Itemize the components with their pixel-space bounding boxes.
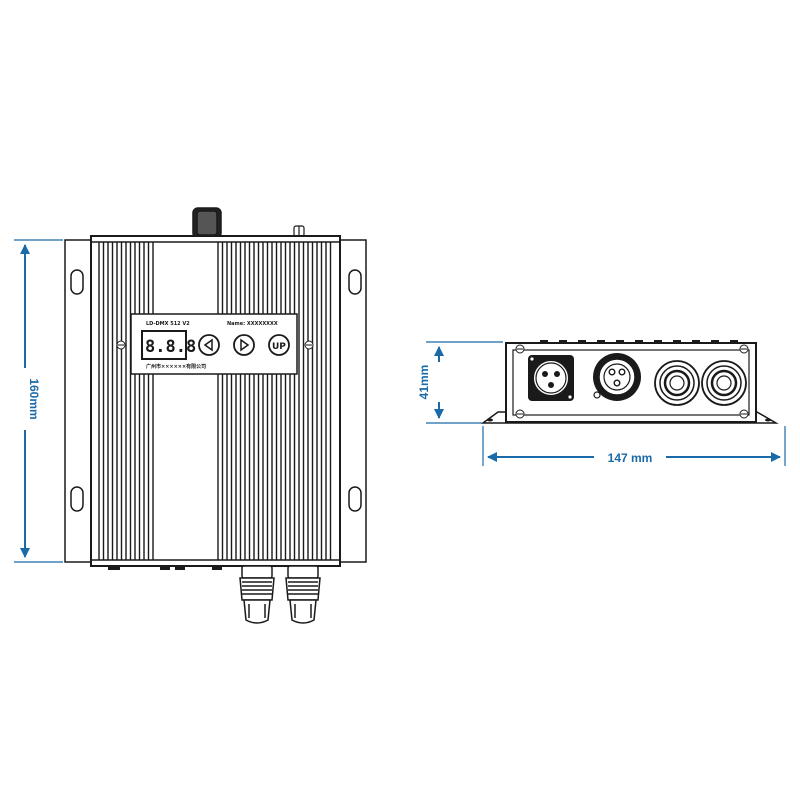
right-mounting-flange [339, 239, 367, 563]
rib [578, 340, 586, 343]
rib [559, 340, 567, 343]
side-height-dimension-label: 41mm [417, 365, 431, 400]
side-view [480, 340, 779, 424]
rib [540, 340, 548, 343]
side-top-ribs [540, 340, 738, 343]
gland-cap [243, 599, 271, 624]
cable-gland-icon [654, 360, 700, 406]
rib [692, 340, 700, 343]
rib [597, 340, 605, 343]
side-screw-icon [515, 344, 749, 419]
width-dimension-side: 147 mm [482, 426, 786, 466]
up-button-label: UP [272, 342, 286, 352]
height-dimension-front: 160mm [14, 239, 63, 563]
heat-sink-fins-right [217, 242, 332, 560]
cable-gland-icon [285, 565, 321, 624]
rib [635, 340, 643, 343]
gland-cap [289, 599, 317, 624]
xlr-female-icon [593, 353, 641, 401]
seven-segment-display [141, 330, 187, 360]
gland-nut [241, 565, 273, 579]
rib [711, 340, 719, 343]
gland-nut [287, 565, 319, 579]
company-label: 广州市××××××有限公司 [146, 363, 206, 370]
right-button[interactable] [233, 334, 255, 356]
xlr-male-icon [528, 355, 574, 401]
rib [730, 340, 738, 343]
control-panel: LD-DMX 512 V2 Name: XXXXXXXX 广州市××××××有限… [116, 313, 314, 375]
heat-sink-fins-left [98, 242, 154, 560]
up-button[interactable]: UP [268, 334, 290, 356]
height-dimension-side: 41mm [417, 341, 503, 424]
rib [673, 340, 681, 343]
front-view: LD-DMX 512 V2 Name: XXXXXXXX 广州市××××××有限… [64, 207, 367, 624]
left-button[interactable] [198, 334, 220, 356]
cable-gland-icon [239, 565, 275, 624]
bottom-tabs [108, 566, 222, 570]
rib [654, 340, 662, 343]
antenna-connector-icon [192, 207, 222, 239]
rib [616, 340, 624, 343]
front-body [90, 235, 341, 567]
left-mounting-flange [64, 239, 92, 563]
cable-gland-icon [701, 360, 747, 406]
top-screw-icon [293, 225, 305, 237]
panel-screw-icon [116, 340, 314, 350]
height-dimension-label: 160mm [27, 378, 41, 419]
display-digits: 8.8.8 [145, 337, 196, 357]
brand-label: Name: XXXXXXXX [227, 321, 278, 327]
width-dimension-label: 147 mm [608, 451, 653, 465]
model-label: LD-DMX 512 V2 [146, 321, 190, 327]
triangle-left-icon [203, 338, 213, 352]
triangle-right-icon [240, 338, 250, 352]
